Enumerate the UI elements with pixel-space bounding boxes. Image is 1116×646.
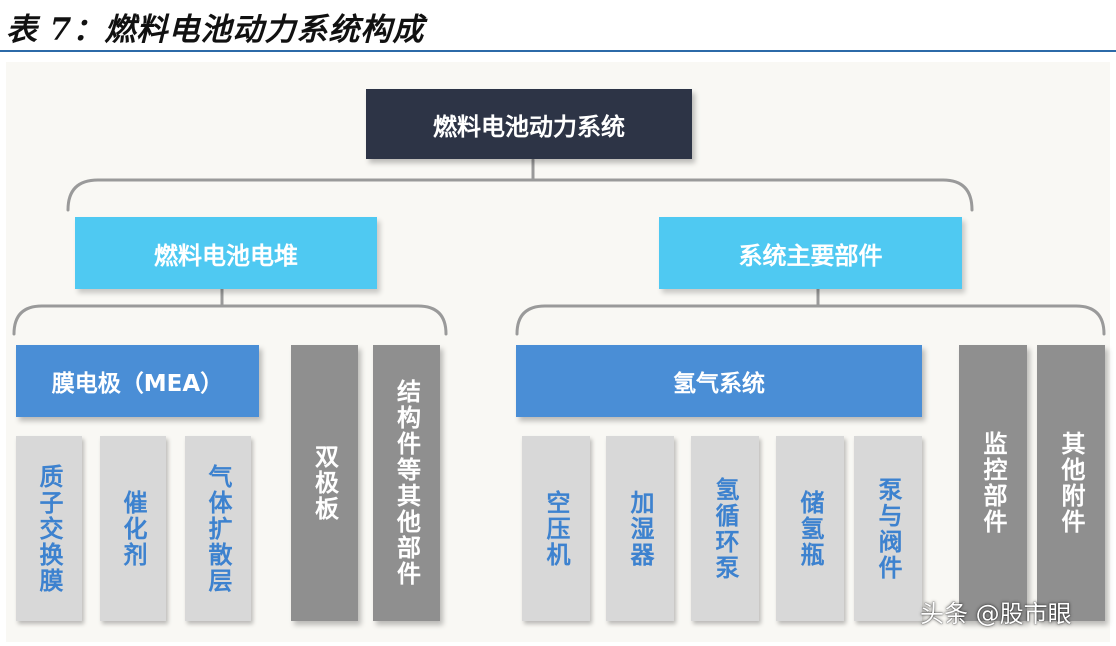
mea-node: 膜电极（MEA） <box>16 345 259 417</box>
structure-column: 结构件等其他部件 <box>373 345 440 621</box>
leaf-catalyst: 催化剂 <box>100 436 166 621</box>
leaf-pump-valve: 泵与阀件 <box>854 436 922 621</box>
hydrogen-node: 氢气系统 <box>516 345 922 417</box>
leaf-gas-diffusion: 气体扩散层 <box>185 436 251 621</box>
root-bracket <box>66 158 974 212</box>
structure-label: 结构件等其他部件 <box>392 379 421 587</box>
system-bracket <box>515 287 1106 336</box>
figure-title: 表 7：燃料电池动力系统构成 <box>6 12 425 48</box>
other-label: 其他附件 <box>1057 431 1085 535</box>
leaf-hydrogen-tank: 储氢瓶 <box>776 436 844 621</box>
stack-bracket <box>12 287 448 336</box>
monitor-column: 监控部件 <box>959 345 1027 621</box>
bipolar-label: 双极板 <box>310 444 339 522</box>
monitor-label: 监控部件 <box>979 431 1007 535</box>
watermark: 头条 @股市眼 <box>920 600 1072 628</box>
leaf-air-compressor: 空压机 <box>522 436 590 621</box>
stack-node: 燃料电池电堆 <box>75 217 377 289</box>
leaf-proton-membrane: 质子交换膜 <box>16 436 82 621</box>
leaf-humidifier: 加湿器 <box>606 436 674 621</box>
root-node: 燃料电池动力系统 <box>366 89 692 159</box>
title-rule <box>0 50 1116 52</box>
leaf-hydrogen-pump: 氢循环泵 <box>691 436 759 621</box>
system-node: 系统主要部件 <box>659 217 962 289</box>
other-column: 其他附件 <box>1037 345 1105 621</box>
bipolar-column: 双极板 <box>291 345 358 621</box>
